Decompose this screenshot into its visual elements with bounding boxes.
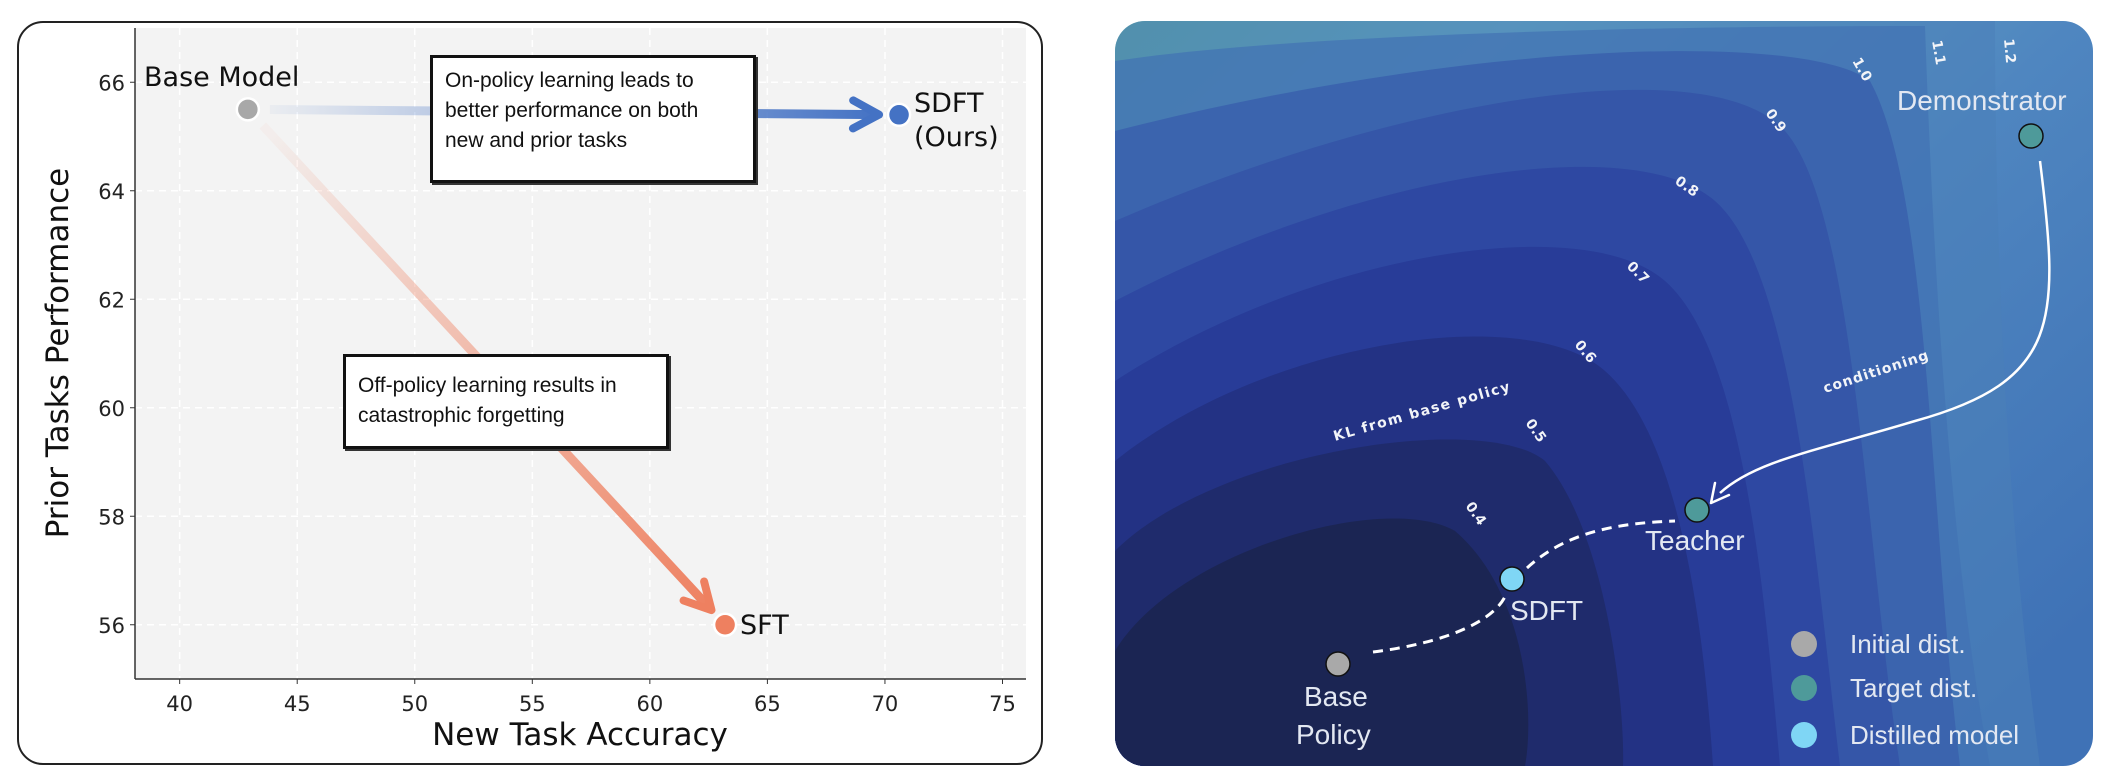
data-point <box>712 612 738 637</box>
kl-diagram-panel: 0.4 0.5 0.6 0.7 0.8 0.9 1.0 1.1 1.2 KL f… <box>1115 21 2093 766</box>
demonstrator-dot <box>2018 123 2044 149</box>
arrowhead-icon <box>679 577 716 615</box>
base-policy-dot <box>1325 651 1351 677</box>
y-axis-title: Prior Tasks Performance <box>40 168 76 538</box>
arrowhead-icon <box>848 96 884 133</box>
x-tick-label: 75 <box>989 692 1016 716</box>
annotation-off-policy: Off-policy learning results in catastrop… <box>343 354 669 449</box>
base-policy-label-line2: Policy <box>1296 719 1371 750</box>
y-tick-label: 62 <box>98 288 125 312</box>
kl-contour-map: 0.4 0.5 0.6 0.7 0.8 0.9 1.0 1.1 1.2 KL f… <box>1115 21 2093 766</box>
base-policy-label-line1: Base <box>1304 681 1368 712</box>
x-axis-title: New Task Accuracy <box>432 717 728 753</box>
sdft-dot <box>1499 566 1525 592</box>
y-tick-label: 64 <box>98 180 125 204</box>
data-point <box>235 97 261 122</box>
distillation-path-base-to-sdft <box>1372 591 1509 654</box>
annotation-on-policy: On-policy learning leads to better perfo… <box>430 55 756 183</box>
label-sdft: SDFT <box>914 88 984 119</box>
x-tick-label: 70 <box>872 692 899 716</box>
teacher-label: Teacher <box>1645 525 1745 556</box>
conditioning-arrow <box>1719 160 2051 494</box>
data-point <box>886 102 912 128</box>
contour-label: 1.1 <box>1928 39 1948 66</box>
label-sft: SFT <box>740 610 789 641</box>
legend-dot-target <box>1791 675 1817 701</box>
x-tick-label: 45 <box>284 692 311 716</box>
y-tick-label: 66 <box>98 71 125 95</box>
x-tick-label: 60 <box>636 692 663 716</box>
x-tick-label: 55 <box>519 692 546 716</box>
demonstrator-label: Demonstrator <box>1897 85 2067 116</box>
legend-dot-initial <box>1791 631 1817 657</box>
distillation-path-teacher-to-sdft <box>1525 519 1676 570</box>
y-tick-label: 58 <box>98 505 125 529</box>
y-tick-label: 60 <box>98 397 125 421</box>
x-tick-label: 40 <box>166 692 193 716</box>
x-tick-label: 50 <box>401 692 428 716</box>
legend-label-target: Target dist. <box>1850 673 1978 703</box>
y-tick-label: 56 <box>98 614 125 638</box>
x-tick-label: 65 <box>754 692 781 716</box>
sdft-label: SDFT <box>1510 595 1584 626</box>
grid-lines <box>135 28 1026 679</box>
legend-label-distilled: Distilled model <box>1850 720 2020 750</box>
data-points <box>235 97 912 637</box>
label-base-model: Base Model <box>144 62 299 93</box>
contour-band-0-4 <box>1115 518 1529 766</box>
conditioning-arrowhead-icon <box>1709 481 1731 505</box>
contour-label: 1.2 <box>2000 38 2018 64</box>
teacher-dot <box>1684 497 1710 523</box>
legend-label-initial: Initial dist. <box>1850 629 1966 659</box>
legend-dot-distilled <box>1791 722 1817 748</box>
tick-labels: 40 45 50 55 60 65 70 75 56 58 60 62 64 66 <box>98 71 1016 716</box>
label-sdft-ours: (Ours) <box>914 122 999 153</box>
